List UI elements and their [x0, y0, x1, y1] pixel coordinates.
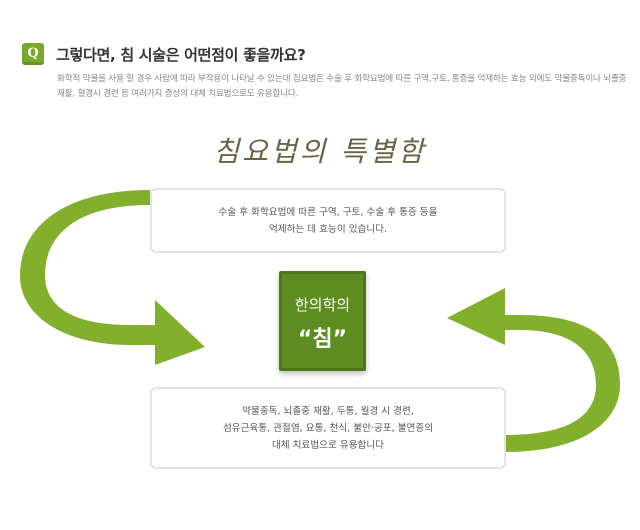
bottom-box-line-1: 약물중독, 뇌졸중 재활, 두통, 월경 시 경련,: [242, 405, 414, 417]
bottom-box-line-2: 섬유근육통, 관절염, 요통, 천식, 불안·공포, 불면증의: [222, 422, 434, 434]
bottom-box-line-3: 대체 치료법으로 유용합니다: [271, 439, 384, 451]
top-info-box: 수술 후 화학요법에 따른 구역, 구토, 수술 후 통증 등을 억제하는 데 …: [150, 188, 506, 253]
section-title: 침요법의 특별함: [213, 135, 427, 168]
question-title: 그렇다면, 침 시술은 어떤점이 좋을까요?: [56, 46, 306, 64]
question-description: 화학적 약물을 사용 할 경우 사람에 따라 부작용이 나타날 수 있는데 침요…: [57, 74, 627, 99]
right-cycle-arrow: [447, 288, 620, 452]
center-keyword: “침”: [297, 327, 348, 352]
top-box-line-1: 수술 후 화학요법에 따른 구역, 구토, 수술 후 통증 등을: [218, 206, 438, 218]
center-label: 한의학의: [294, 296, 351, 314]
bottom-info-box: 약물중독, 뇌졸중 재활, 두통, 월경 시 경련, 섬유근육통, 관절염, 요…: [150, 387, 506, 469]
q-icon: Q: [22, 43, 44, 65]
center-badge: 한의학의 “침”: [279, 271, 366, 371]
top-box-line-2: 억제하는 데 효능이 있습니다.: [268, 223, 388, 235]
left-cycle-arrow: [20, 190, 205, 365]
